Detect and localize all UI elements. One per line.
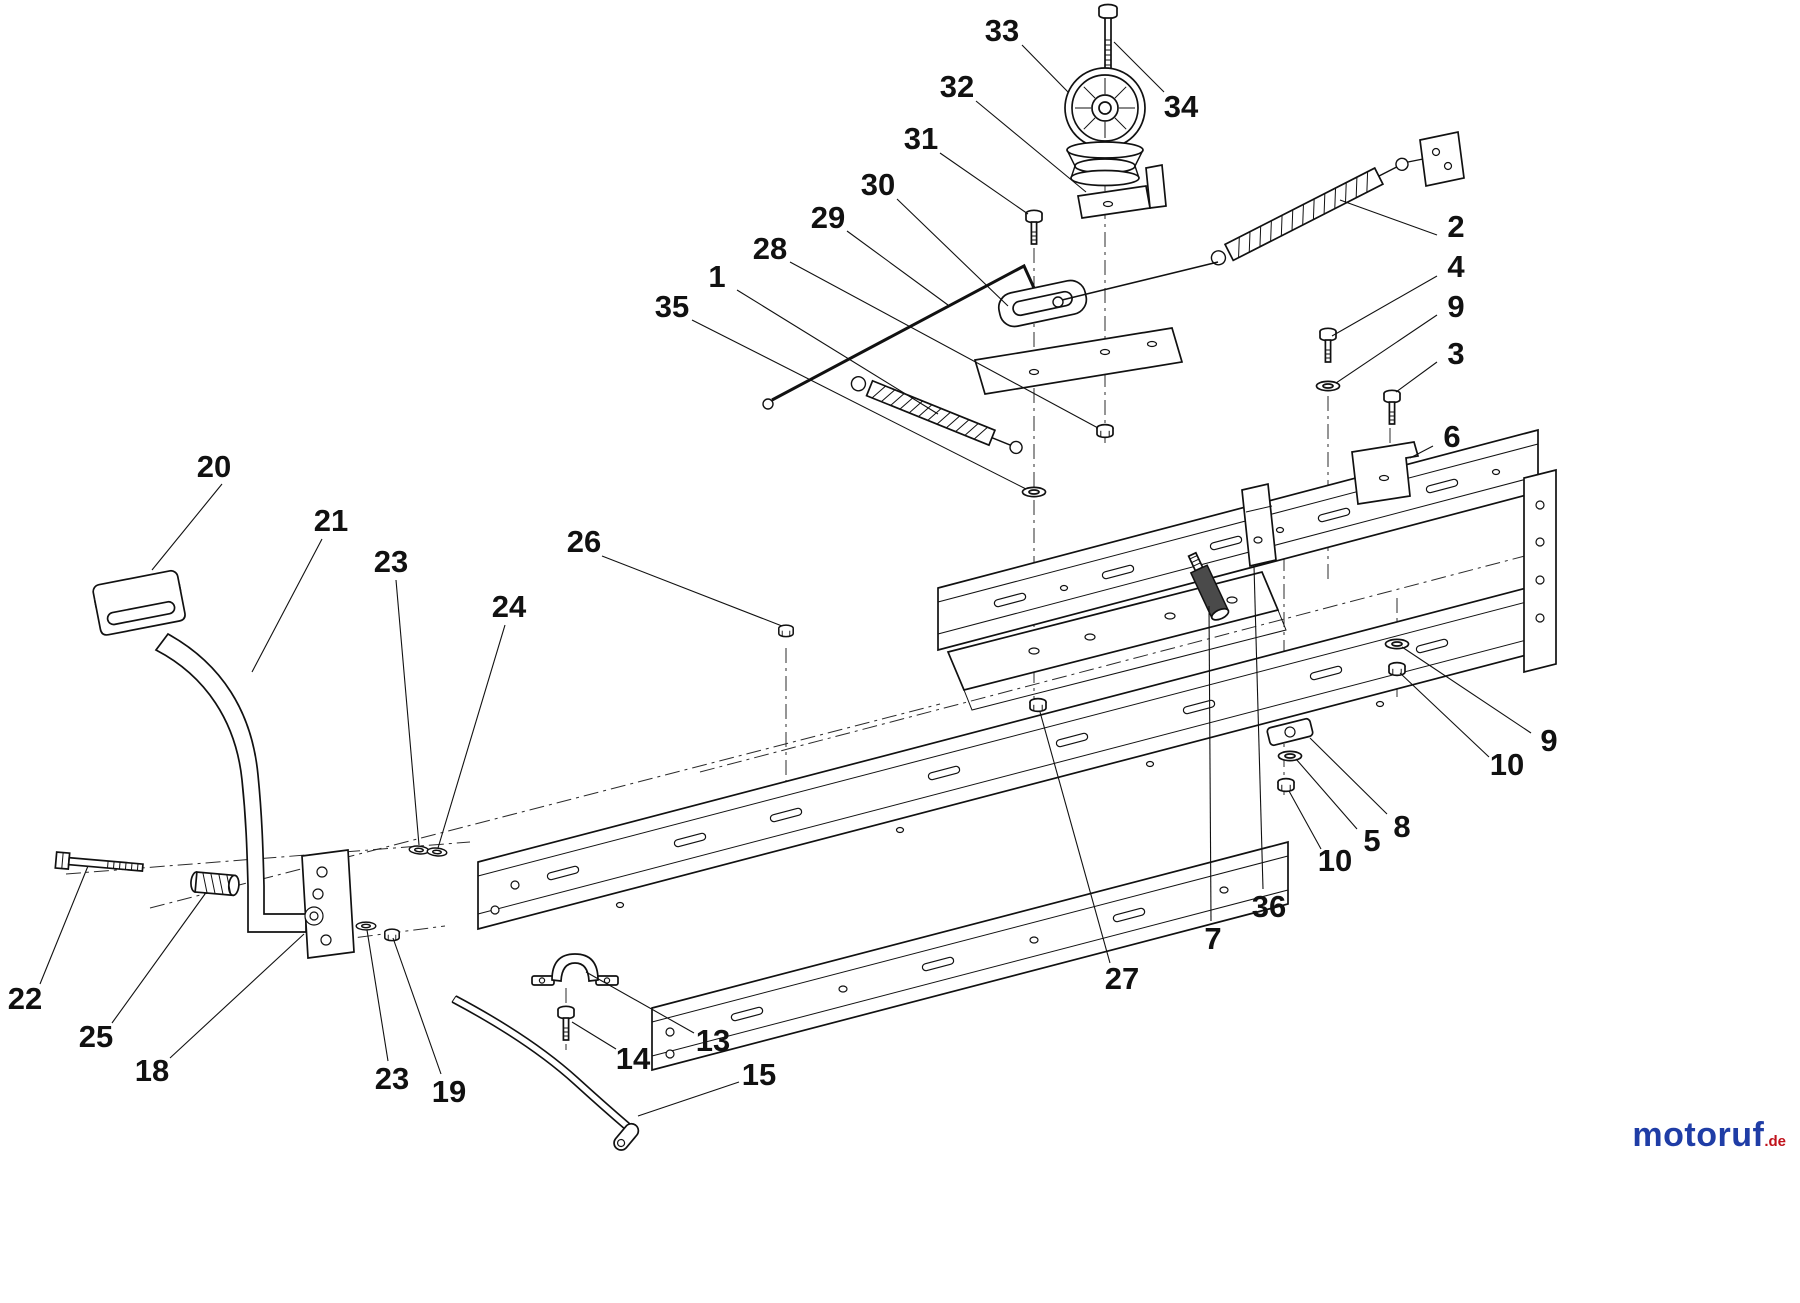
carriage-bolt-4 — [1319, 327, 1337, 363]
leader-line-part-6 — [1409, 445, 1434, 459]
spacer-bushing-7 — [1187, 551, 1230, 621]
idler-plate-bolt — [1025, 209, 1043, 245]
callout-leader-lines — [39, 41, 1532, 1117]
nut-10-lower — [1277, 777, 1295, 793]
idler-bolt — [1098, 3, 1118, 73]
nut-27 — [1029, 697, 1047, 713]
washer-9-lower — [1384, 638, 1410, 650]
leader-line-part-15 — [637, 1081, 740, 1117]
leader-line-part-7 — [1208, 605, 1212, 922]
leader-line-part-24 — [437, 624, 506, 849]
washer-5 — [1277, 750, 1303, 762]
washer-23-upper — [408, 844, 430, 856]
leader-line-part-29 — [846, 230, 949, 306]
leader-line-part-21 — [251, 538, 323, 673]
nut-26 — [778, 624, 794, 638]
leader-line-part-10 — [1399, 672, 1490, 758]
washer-24 — [426, 846, 448, 858]
bracket-6 — [1351, 441, 1420, 505]
clamp-bolt-14 — [557, 1005, 575, 1041]
leader-line-part-18 — [169, 933, 305, 1059]
brake-rod-15 — [451, 995, 640, 1151]
idler-mount-plate — [973, 327, 1184, 395]
tension-spring-2 — [1052, 130, 1465, 308]
leader-line-part-9 — [1401, 646, 1532, 734]
washer-23-lower — [355, 921, 377, 931]
leader-line-part-3 — [1395, 361, 1438, 393]
pedal-pad — [92, 569, 186, 636]
leader-line-part-35 — [691, 319, 1027, 490]
leader-line-part-10 — [1288, 790, 1322, 850]
brake-spring-1 — [850, 376, 1023, 455]
leader-line-part-25 — [111, 893, 206, 1024]
bracket-36 — [1241, 482, 1277, 568]
leader-line-part-14 — [571, 1021, 617, 1050]
pivot-spring-25 — [190, 871, 240, 897]
near-rail-slots — [490, 638, 1449, 915]
watermark-suffix: .de — [1764, 1133, 1786, 1150]
leader-line-part-23 — [366, 929, 389, 1062]
far-rail-slots — [993, 468, 1501, 608]
leader-line-part-26 — [601, 555, 783, 627]
leader-line-part-8 — [1309, 737, 1388, 815]
leader-line-part-22 — [39, 865, 89, 985]
leader-line-part-1 — [736, 289, 939, 415]
leader-line-part-19 — [392, 937, 442, 1075]
spring-anchor-bracket — [1419, 130, 1465, 188]
frame-near-rail — [477, 583, 1539, 931]
leader-line-part-9 — [1335, 314, 1438, 384]
pivot-bolt — [54, 851, 144, 872]
leader-line-part-2 — [1339, 199, 1438, 236]
keeper-plate-8 — [1266, 717, 1314, 747]
frame-lower-channel — [651, 840, 1289, 1072]
leader-line-part-4 — [1331, 275, 1438, 337]
leader-line-part-27 — [1039, 711, 1111, 964]
leader-line-part-5 — [1295, 758, 1358, 830]
clutch-rod — [762, 263, 1036, 410]
leader-line-part-32 — [975, 100, 1087, 193]
idler-pulley — [1064, 67, 1146, 187]
leader-line-part-20 — [151, 483, 223, 571]
leader-line-part-33 — [1021, 44, 1069, 93]
nut-19 — [384, 928, 400, 942]
leader-line-part-34 — [1113, 41, 1165, 93]
idler-bracket — [1077, 163, 1167, 219]
watermark-logo: motoruf.de — [1632, 1116, 1786, 1155]
pivot-plate — [301, 849, 355, 959]
leader-line-part-13 — [585, 971, 695, 1034]
leader-line-part-31 — [939, 152, 1029, 215]
frame-end-panel — [1523, 468, 1557, 674]
flange-nut-28 — [1096, 423, 1114, 439]
leader-line-part-23 — [395, 579, 420, 846]
rod-clamp-13 — [531, 953, 619, 986]
nut-10-upper — [1388, 661, 1406, 677]
leader-line-part-28 — [789, 261, 1099, 429]
leader-line-part-30 — [896, 198, 1009, 307]
belt-guide — [997, 279, 1088, 328]
leader-line-part-36 — [1253, 565, 1264, 890]
cross-plate — [946, 570, 1287, 711]
bolt-3 — [1383, 389, 1401, 425]
watermark-text: motoruf — [1632, 1116, 1765, 1154]
